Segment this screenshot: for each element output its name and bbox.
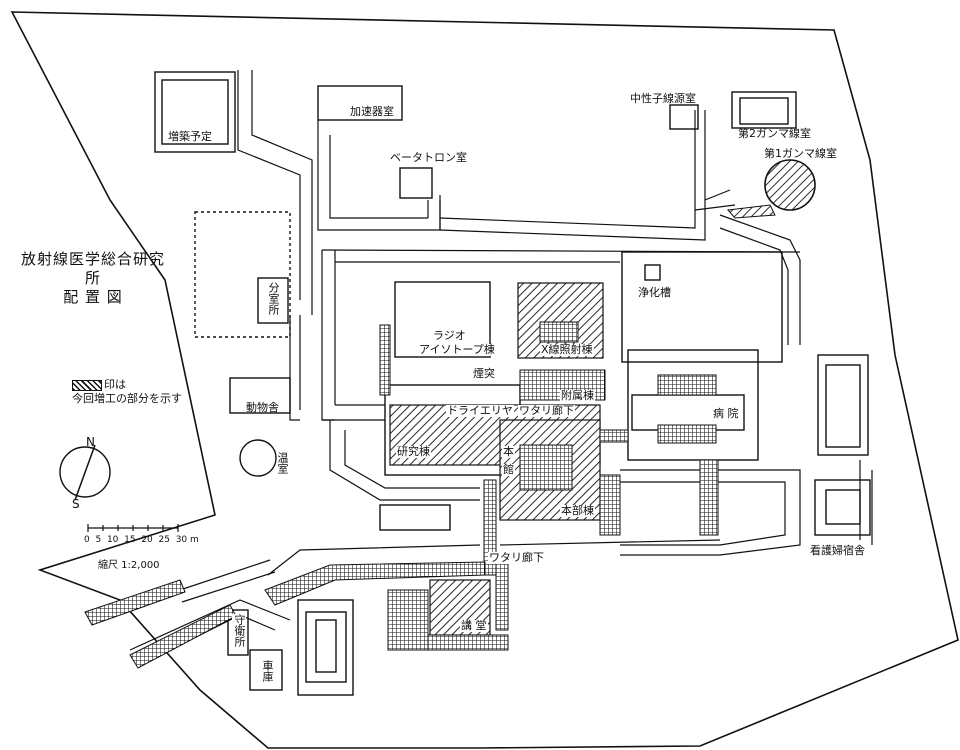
label-xray: X線照射棟 xyxy=(540,343,594,356)
animal-house xyxy=(229,377,291,414)
nurse-dorm-b xyxy=(814,479,871,536)
label-gamma1: 第1ガンマ線室 xyxy=(764,147,837,160)
label-research: 研究棟 xyxy=(396,445,431,458)
label-chimney: 煙突 xyxy=(472,367,496,380)
compass-north: N xyxy=(86,435,95,449)
map-title: 放射線医学総合研究所 配 置 図 xyxy=(18,250,168,307)
gamma1-connector xyxy=(726,204,776,219)
label-radioisotope-1: ラジオ xyxy=(432,329,467,342)
label-neutron: 中性子線源室 xyxy=(630,92,696,105)
label-headquarters: 本部棟 xyxy=(560,504,595,517)
betatron-room xyxy=(399,167,433,199)
label-main-1: 本 xyxy=(502,445,515,458)
label-main-2: 館 xyxy=(502,463,515,476)
legend: 印は 今回増工の部分を示す xyxy=(72,378,182,406)
label-gamma2: 第2ガンマ線室 xyxy=(738,127,811,140)
outbuilding xyxy=(379,504,451,531)
label-greenhouse: 温室 xyxy=(276,452,289,474)
label-gatehouse: 守衛所 xyxy=(232,614,246,647)
label-radioisotope-2: アイソトープ棟 xyxy=(418,343,496,356)
site-boundary xyxy=(10,11,959,749)
label-accelerator: 加速器室 xyxy=(350,105,394,118)
legend-text-line1: 印は xyxy=(104,378,126,391)
radioisotope-building xyxy=(394,281,491,358)
scale-caption: 縮尺 1:2,000 xyxy=(98,560,160,571)
label-betatron: ベータトロン室 xyxy=(390,151,467,164)
nurse-dorm-a xyxy=(817,354,869,456)
guard-room-building xyxy=(257,277,289,324)
scale-bar xyxy=(87,524,179,532)
hospital-building xyxy=(627,349,759,461)
purification-area xyxy=(621,251,783,363)
expansion-building xyxy=(154,71,236,153)
buildings xyxy=(154,71,871,696)
label-garage: 車庫 xyxy=(260,660,274,682)
label-annex: 附属棟 xyxy=(560,389,595,402)
compass-south: S xyxy=(72,497,80,511)
greenhouse xyxy=(239,439,277,477)
map-title-line1: 放射線医学総合研究所 xyxy=(20,250,165,287)
label-corridor-1: ワタリ廊下 xyxy=(518,404,575,417)
legend-text-line2: 今回増工の部分を示す xyxy=(72,392,182,405)
label-lecture: 講 堂 xyxy=(460,619,488,632)
garage-building xyxy=(249,649,283,691)
lecture-west xyxy=(297,599,354,696)
scale-ticks: 0 5 10 15 20 25 30 m xyxy=(84,535,199,545)
gamma2-room xyxy=(731,91,797,129)
neutron-source-room xyxy=(669,104,699,130)
label-dry-area: ドライエリヤ xyxy=(446,404,514,417)
label-corridor-2: ワタリ廊下 xyxy=(488,551,545,564)
label-animal: 動物舎 xyxy=(246,401,279,414)
hatch-swatch xyxy=(72,379,102,391)
label-hospital: 病 院 xyxy=(712,407,740,420)
label-nurse-dorm: 看護婦宿舎 xyxy=(810,544,865,557)
label-guard-room: 分室所 xyxy=(266,282,280,315)
purification-tank xyxy=(644,264,661,281)
label-purify: 浄化槽 xyxy=(638,286,671,299)
planned-area xyxy=(194,211,291,338)
gamma1-room xyxy=(764,159,816,211)
gatehouse-building xyxy=(227,609,249,656)
label-expansion: 増築予定 xyxy=(168,130,212,143)
grid-areas xyxy=(84,321,719,669)
north-arrow xyxy=(59,444,111,501)
accelerator-room xyxy=(317,85,403,121)
map-title-line2: 配 置 図 xyxy=(63,288,123,306)
